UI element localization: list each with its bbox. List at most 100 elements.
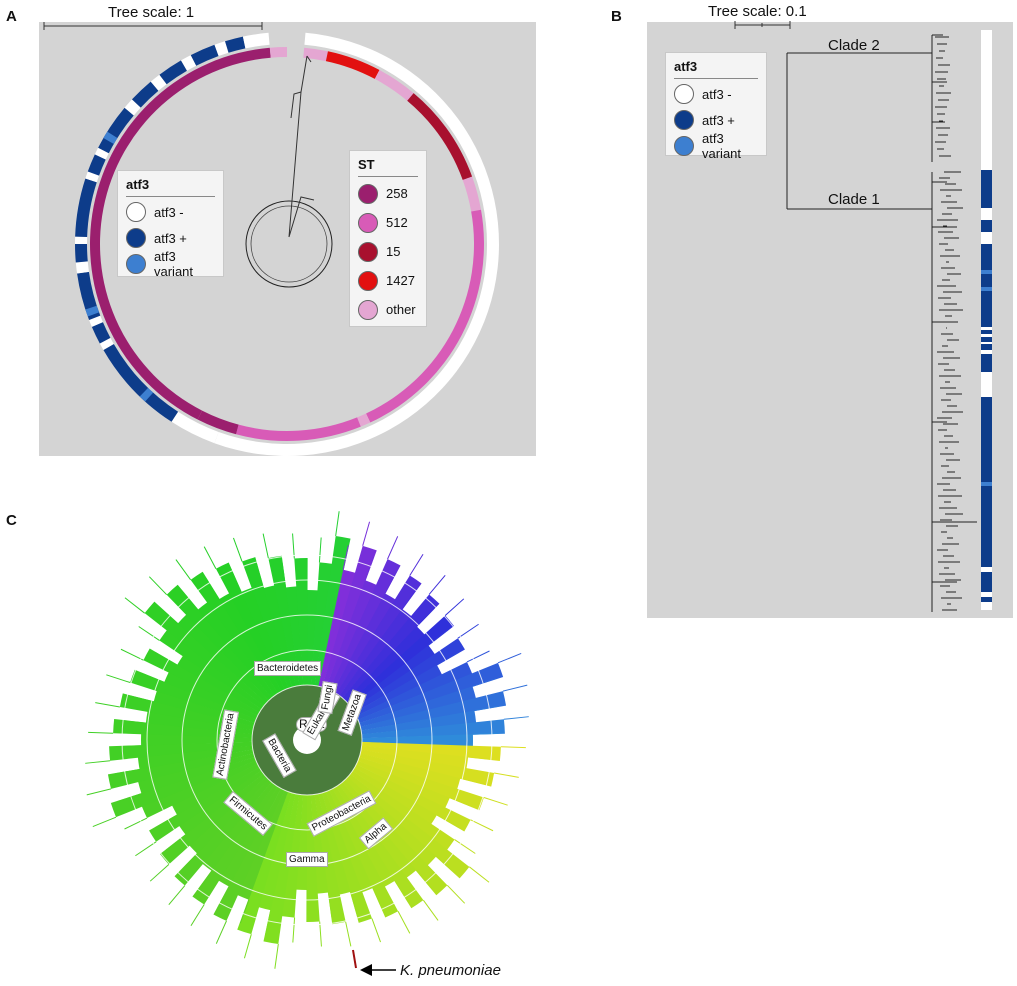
sunburst-spike	[135, 841, 157, 857]
sunburst-spike	[469, 866, 490, 883]
legend-label: atf3 +	[154, 230, 187, 246]
sunburst-wedge	[352, 638, 465, 713]
legend-label: 15	[386, 244, 401, 259]
sunburst-spike	[292, 917, 296, 943]
sunburst-wedge	[357, 662, 504, 724]
sunburst-wedge	[190, 571, 279, 696]
sunburst-label-metazoa: Metazoa	[337, 689, 367, 736]
sunburst-wedge	[361, 710, 477, 735]
sunburst-spike	[318, 537, 322, 563]
sunburst-spike	[158, 606, 179, 624]
sunburst-wedge	[174, 779, 272, 886]
sunburst-wedge	[177, 655, 262, 713]
sunburst-spike	[155, 814, 178, 828]
sunburst-wedge	[356, 661, 473, 720]
atf3-legend-title: atf3	[674, 59, 698, 74]
atf3-variant-segment	[139, 387, 154, 402]
swatch	[358, 270, 378, 291]
sunburst-spike	[472, 732, 498, 735]
panel-a-atf3-legend: atf3 atf3 - atf3 + atf3 variant	[117, 170, 224, 279]
atf3-ring-segment	[159, 60, 187, 85]
sunburst-spike	[243, 934, 252, 959]
sunburst-wedge	[361, 741, 501, 761]
atf3-strip-segment	[981, 354, 992, 372]
sunburst-spike	[436, 652, 459, 666]
sunburst-wedge	[143, 648, 260, 716]
sunburst-spike	[140, 672, 165, 683]
sunburst-spike	[335, 511, 340, 537]
sunburst-spike	[232, 537, 243, 562]
sunburst-label-alpha: Alpha	[358, 817, 393, 850]
legend-item-atf3-negative: atf3 -	[666, 81, 766, 107]
sunburst-spike	[281, 562, 287, 588]
sunburst-wedge	[159, 629, 264, 710]
sunburst-spike	[85, 760, 111, 764]
legend-label: other	[386, 302, 416, 317]
sunburst-spike	[88, 731, 114, 734]
sunburst-spike	[274, 943, 279, 969]
swatch	[358, 212, 378, 233]
sunburst-spike	[92, 816, 117, 827]
st-ring-segment	[236, 417, 361, 441]
sunburst-spike	[262, 533, 269, 559]
sunburst-spike	[196, 870, 213, 892]
legend-label: atf3 variant	[154, 249, 194, 279]
sunburst-wedge	[107, 749, 254, 789]
sunburst-spike	[215, 920, 227, 944]
sunburst-wedge	[342, 594, 440, 701]
atf3-strip-segment	[981, 337, 992, 342]
sunburst-spike	[124, 817, 148, 830]
swatch	[358, 183, 378, 204]
legend-item-st-512: 512	[350, 208, 426, 237]
panel-b-atf3-legend: atf3 atf3 - atf3 + atf3 variant	[665, 52, 767, 161]
sunburst-label-proteobacteria: Proteobacteria	[306, 790, 377, 837]
atf3-ring-segment	[75, 178, 97, 238]
sunburst-spike	[422, 899, 439, 921]
sunburst-ring-divider	[121, 554, 493, 926]
sunburst-wedge	[361, 745, 469, 769]
atf3-strip-segment	[981, 330, 992, 334]
st-ring-segment	[407, 93, 473, 181]
sunburst-spike	[435, 856, 456, 874]
sunburst-wedge	[153, 690, 255, 727]
sunburst-spike	[168, 885, 186, 906]
clade-2-label: Clade 2	[828, 37, 880, 54]
sunburst-spike	[494, 772, 519, 778]
sunburst-wedge	[318, 569, 356, 688]
sunburst-wedge	[322, 545, 377, 689]
sunburst-wedge	[361, 719, 505, 739]
k-pneumoniae-mark	[352, 949, 357, 969]
atf3-ring-segment	[124, 99, 141, 116]
sunburst-wedge	[357, 756, 484, 811]
tree-branch	[786, 52, 932, 210]
sunburst-spike	[116, 745, 142, 748]
legend-item-st-258: 258	[350, 179, 426, 208]
atf3-legend-title: atf3	[126, 177, 150, 192]
atf3-ring-segment	[190, 44, 219, 66]
swatch	[358, 241, 378, 262]
panel-a-circular-tree	[39, 22, 536, 456]
swatch	[126, 254, 146, 274]
panel-letter-b: B	[611, 8, 622, 25]
sunburst-wedge	[329, 559, 401, 692]
sunburst-spike	[364, 556, 375, 581]
sunburst-wedge	[197, 602, 275, 698]
sunburst-wedge	[137, 745, 253, 770]
sunburst-spike	[327, 892, 333, 918]
sunburst-spike	[95, 702, 120, 708]
atf3-ring-segment	[214, 41, 229, 57]
atf3-ring-segment	[171, 411, 219, 444]
sunburst-spike	[106, 674, 131, 683]
atf3-ring-segment	[85, 171, 100, 183]
sunburst-wedge	[360, 691, 507, 731]
tree-circle	[245, 200, 333, 288]
sunburst-wedge	[336, 575, 422, 696]
tree-branch	[931, 34, 947, 162]
sunburst-spike	[466, 650, 490, 663]
tree-circle	[250, 205, 328, 283]
legend-label: atf3 +	[702, 112, 735, 128]
atf3-ring-segment	[242, 32, 270, 49]
atf3-ring-segment	[89, 315, 103, 327]
legend-label: atf3 -	[154, 204, 184, 220]
st-ring-segment	[197, 410, 239, 435]
